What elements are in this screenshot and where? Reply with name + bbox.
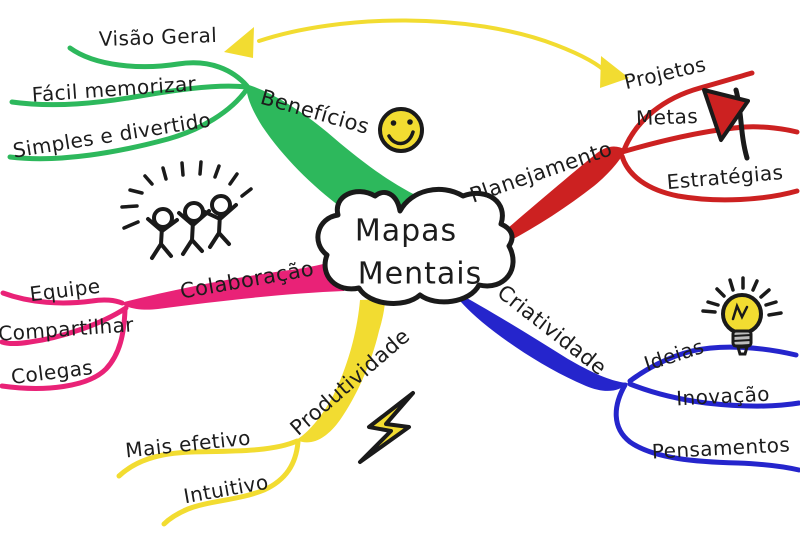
line-visao-geral [67,45,250,89]
branch-beneficios-sublines [7,45,250,162]
line-intuitivo [161,439,301,527]
branch-criatividade-sublines [613,344,800,473]
line-colegas [0,307,128,391]
bulb-rays [701,276,783,317]
bolt-shape [358,391,415,464]
red-flag-icon [702,87,750,161]
stick-figures-icon [120,160,253,260]
branch-colaboracao-sublines [0,290,129,391]
celebration-rays [120,160,253,230]
subtopic-inovacao: Inovação [675,381,771,411]
line-compartilhar [0,305,129,346]
line-ideias [627,344,799,384]
line-facil-memorizar [9,83,249,108]
cloud-outline [315,186,516,306]
central-topic-line2: Mentais [357,256,483,292]
cross-link-arrowhead-icons [224,27,629,88]
central-topic-cloud [315,186,516,306]
smiley-face-icon [378,107,424,153]
central-topic-line1: Mapas [354,213,458,249]
branch-produtividade-sublines [116,438,301,527]
flag-pole [733,87,750,161]
light-bulb-icon [701,276,783,356]
line-equipe [0,290,125,306]
line-mais-efetivo [116,438,300,479]
arrowhead-left-icon [224,27,254,58]
arrowhead-right-icon [600,56,629,88]
branch-planejamento [478,146,626,256]
figure-2-body [177,209,211,256]
subtopic-metas: Metas [635,103,699,131]
branch-criatividade [452,290,628,391]
branch-colaboracao [120,259,345,310]
flag-pennant [702,88,750,142]
figure-1-body [146,217,179,260]
smiley-mouth [387,130,415,146]
line-pensamentos [613,382,800,473]
line-estrategias [619,153,800,203]
line-projetos [621,70,755,153]
bulb-tip [736,345,749,356]
subtopic-visao-geral: Visão Geral [98,22,218,52]
branch-planejamento-sublines [619,70,800,203]
lightning-bolt-icon [358,391,415,464]
figure-3-body [203,203,238,249]
line-inovacao [627,381,800,409]
cross-link-curve [257,18,610,76]
bulb-screw-base [731,329,753,348]
branch-produtividade [296,299,385,443]
branch-beneficios [246,84,426,211]
line-simples-divertido [7,86,250,162]
smiley-eyes [390,119,413,126]
bulb-filament [731,302,749,321]
line-metas [619,124,800,155]
